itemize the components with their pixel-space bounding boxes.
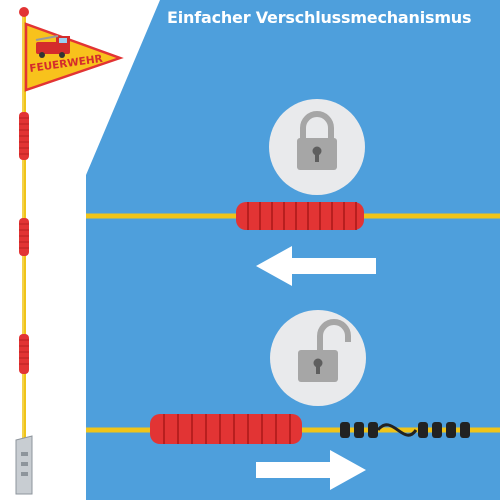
grip-unlocked <box>150 414 302 444</box>
lock-open-icon <box>298 319 351 382</box>
lock-closed-icon <box>297 111 337 170</box>
pole-grip-3 <box>19 334 29 374</box>
pennant-flag <box>24 22 124 92</box>
grip-locked <box>236 202 364 230</box>
blue-background <box>86 0 500 500</box>
heading: Einfacher Verschlussmechanismus <box>167 8 471 27</box>
pole-top-knob <box>19 7 29 17</box>
fire-truck-icon <box>35 35 70 58</box>
flag-pole: FEUERWEHR <box>15 7 124 495</box>
mounting-bracket <box>15 435 33 495</box>
pole-grip-2 <box>19 218 29 256</box>
arrow-right-icon <box>256 450 366 490</box>
arrow-left-icon <box>256 246 376 286</box>
spring-connector <box>340 422 470 438</box>
pole-grip-1 <box>19 112 29 160</box>
